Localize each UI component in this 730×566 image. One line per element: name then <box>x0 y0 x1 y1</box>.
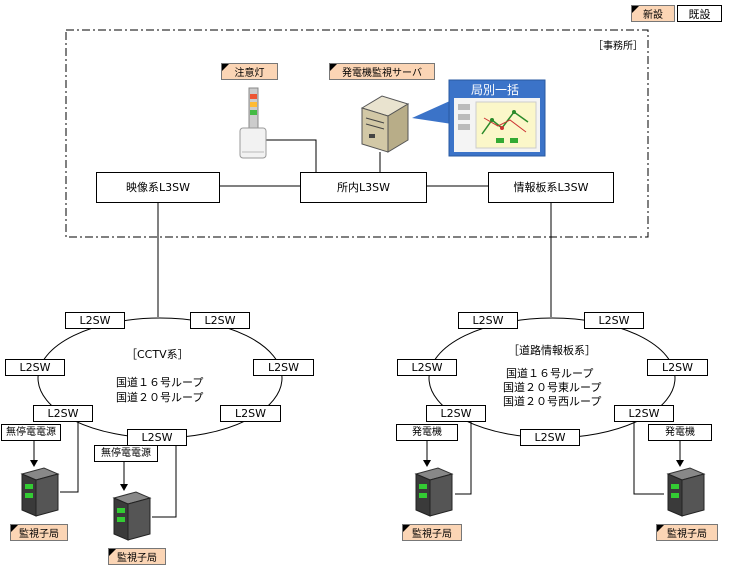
road-title: ［道路情報板系］ <box>508 344 596 357</box>
station-device-icon <box>20 467 60 517</box>
station-device-icon <box>666 467 706 517</box>
office-l3sw: 所内L3SW <box>300 172 427 203</box>
road-l2sw: L2SW <box>584 312 644 329</box>
cctv-l2sw: L2SW <box>33 405 93 422</box>
callout-pointer <box>412 100 452 124</box>
station-tag: 監視子局 <box>402 524 462 541</box>
station-device-icon <box>414 467 454 517</box>
legend-new-label: 新設 <box>643 10 663 21</box>
legend-existing-label: 既設 <box>688 7 711 21</box>
road-l2sw: L2SW <box>458 312 518 329</box>
road-line: 国道１６号ループ <box>506 367 594 380</box>
road-line: 国道２０号西ループ <box>503 395 602 408</box>
generator-box: 発電機 <box>396 424 458 441</box>
office-boundary <box>65 29 649 238</box>
gen-server-label: 発電機監視サーバ <box>342 68 422 79</box>
office-label: ［事務所］ <box>593 41 643 52</box>
road-line: 国道２０号東ループ <box>503 381 602 394</box>
ups-box: 無停電電源 <box>1 424 61 441</box>
road-l2sw: L2SW <box>647 359 708 376</box>
cctv-l2sw: L2SW <box>190 312 250 329</box>
station-label: 監視子局 <box>117 553 157 564</box>
ups-box: 無停電電源 <box>94 445 158 462</box>
warning-light-tag: 注意灯 <box>221 63 278 80</box>
signal-tower-icon <box>239 87 267 159</box>
legend-new: 新設 <box>631 5 675 22</box>
station-device-icon <box>112 491 152 541</box>
station-tag: 監視子局 <box>108 548 166 565</box>
video-l3sw: 映像系L3SW <box>96 172 220 203</box>
station-tag: 監視子局 <box>656 524 718 541</box>
cctv-l2sw: L2SW <box>253 359 314 376</box>
station-tag: 監視子局 <box>10 524 68 541</box>
cctv-l2sw: L2SW <box>220 405 281 422</box>
gen-server-tag: 発電機監視サーバ <box>329 63 435 80</box>
cctv-l2sw: L2SW <box>127 429 187 446</box>
cctv-l2sw: L2SW <box>5 359 65 376</box>
cctv-line: 国道１６号ループ <box>116 376 204 389</box>
station-label: 監視子局 <box>19 529 59 540</box>
road-l2sw: L2SW <box>520 429 580 446</box>
cctv-line: 国道２０号ループ <box>116 391 204 404</box>
road-l2sw: L2SW <box>614 405 674 422</box>
warning-light-label: 注意灯 <box>234 68 265 79</box>
link-light <box>265 139 317 172</box>
generator-box: 発電機 <box>648 424 712 441</box>
station-label: 監視子局 <box>667 529 707 540</box>
station-label: 監視子局 <box>412 529 452 540</box>
road-l2sw: L2SW <box>397 359 457 376</box>
cctv-title: ［CCTV系］ <box>126 348 189 361</box>
legend-existing: 既設 <box>677 5 722 22</box>
info-l3sw: 情報板系L3SW <box>488 172 614 203</box>
server-icon <box>360 95 410 153</box>
callout-title: 局別一括 <box>471 83 520 97</box>
road-l2sw: L2SW <box>426 405 486 422</box>
cctv-l2sw: L2SW <box>65 312 125 329</box>
